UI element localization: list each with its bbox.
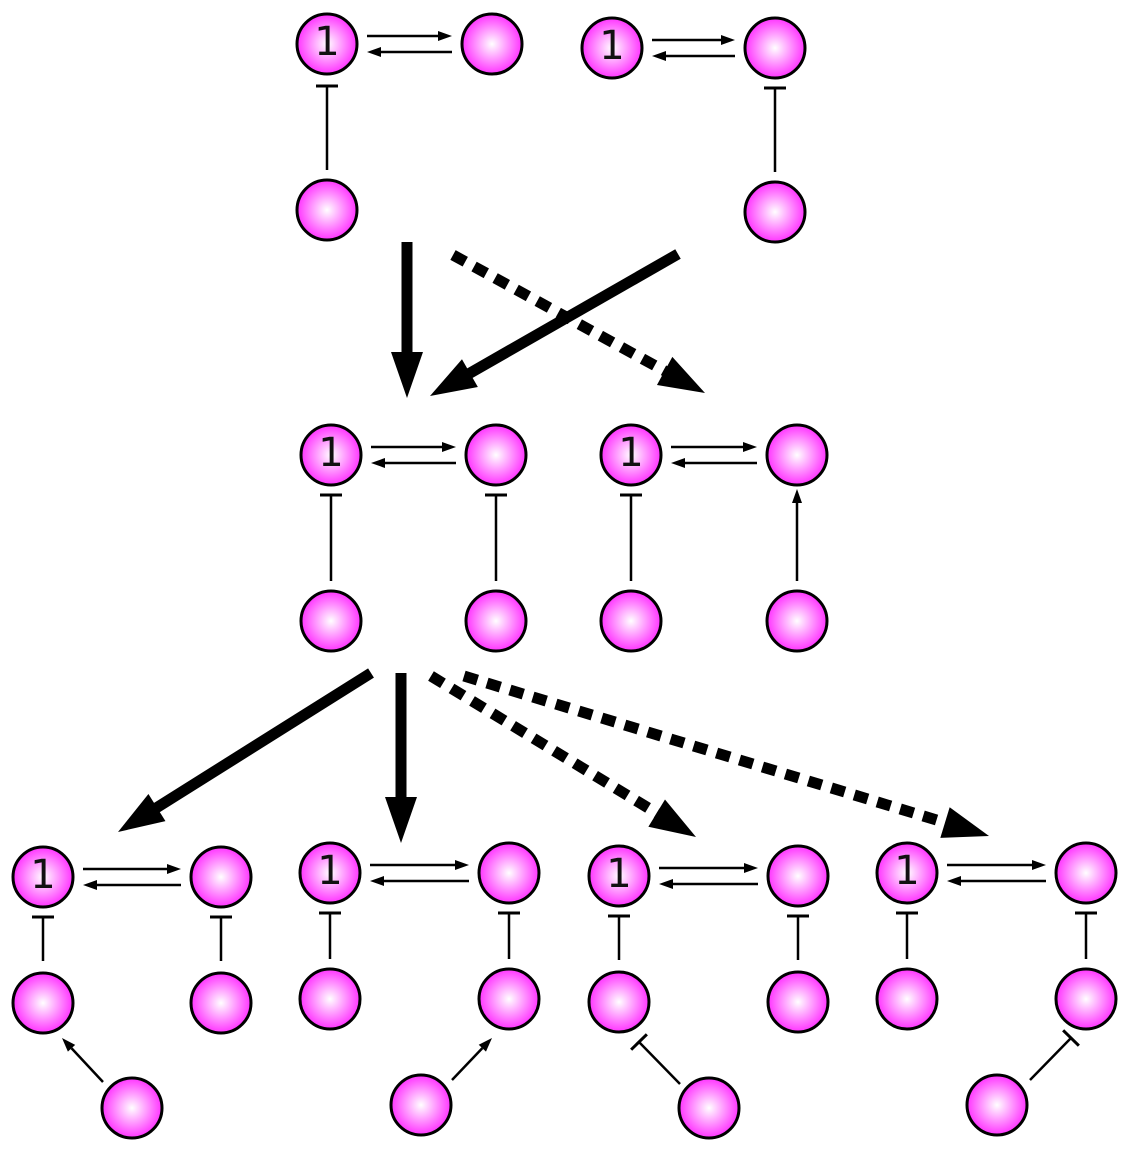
activation-arrowhead xyxy=(652,51,666,61)
node-circle xyxy=(298,967,362,1031)
activation-arrowhead xyxy=(438,31,452,41)
node-circle xyxy=(587,970,651,1034)
node-circle xyxy=(295,178,359,242)
node-circle xyxy=(477,841,541,905)
activation-edge xyxy=(451,1047,484,1081)
inhibition-edge xyxy=(1029,1037,1072,1081)
node-circle xyxy=(875,967,939,1031)
node-1-circle xyxy=(11,845,75,909)
transition-arrowhead xyxy=(118,793,166,832)
activation-arrowhead xyxy=(371,458,385,468)
node-1-label: 1 xyxy=(606,851,631,897)
activation-edge xyxy=(70,1047,104,1083)
node-circle xyxy=(965,1073,1029,1137)
activation-arrowhead xyxy=(370,876,384,886)
activation-arrowhead xyxy=(442,442,456,452)
node-1-circle xyxy=(599,423,663,487)
node-circle xyxy=(743,16,807,80)
node-1-circle xyxy=(299,423,363,487)
node-circle xyxy=(460,12,524,76)
node-circle xyxy=(189,845,253,909)
node-circle xyxy=(765,423,829,487)
activation-arrowhead xyxy=(659,879,673,889)
node-circle xyxy=(189,971,253,1035)
transition-arrow-solid xyxy=(150,668,374,815)
node-circle xyxy=(389,1073,453,1137)
network-edges xyxy=(32,31,1097,1085)
transition-arrowhead xyxy=(430,359,478,396)
node-1-circle xyxy=(298,841,362,905)
node-circle xyxy=(464,589,528,653)
inhibition-edge xyxy=(638,1041,681,1085)
inhibition-bar xyxy=(1062,1029,1080,1047)
node-circle xyxy=(765,589,829,653)
node-1-label: 1 xyxy=(314,19,339,65)
activation-arrowhead xyxy=(947,876,961,886)
transition-arrowhead xyxy=(648,799,696,837)
transition-arrowhead xyxy=(391,352,423,398)
activation-arrowhead xyxy=(83,880,97,890)
transition-arrows xyxy=(118,242,989,843)
network-nodes: 1 1 1 1 1 1 1 1 xyxy=(11,12,1118,1140)
node-circle xyxy=(1054,841,1118,905)
transition-arrow-dashed xyxy=(450,250,671,378)
node-circle xyxy=(743,180,807,244)
node-circle xyxy=(11,971,75,1035)
transition-arrowhead xyxy=(656,356,705,393)
node-circle xyxy=(677,1076,741,1140)
node-1-circle xyxy=(875,841,939,905)
activation-arrowhead xyxy=(1032,860,1046,870)
node-circle xyxy=(766,970,830,1034)
activation-arrowhead xyxy=(478,1038,492,1052)
node-1-circle xyxy=(580,16,644,80)
transition-arrow-dashed xyxy=(428,671,663,820)
transition-arrowhead xyxy=(385,797,417,843)
activation-arrowhead xyxy=(743,442,757,452)
node-circle xyxy=(299,589,363,653)
node-1-label: 1 xyxy=(894,848,919,894)
activation-arrowhead xyxy=(671,458,685,468)
node-circle xyxy=(477,967,541,1031)
activation-arrowhead xyxy=(721,35,735,45)
node-1-circle xyxy=(295,12,359,76)
node-circle xyxy=(766,844,830,908)
node-1-label: 1 xyxy=(618,430,643,476)
activation-arrowhead xyxy=(62,1038,76,1052)
activation-arrowhead xyxy=(792,489,802,503)
node-1-label: 1 xyxy=(599,23,624,69)
activation-arrowhead xyxy=(455,860,469,870)
transition-arrowhead xyxy=(940,807,989,838)
activation-arrowhead xyxy=(367,47,381,57)
node-1-label: 1 xyxy=(317,848,342,894)
node-1-label: 1 xyxy=(30,852,55,898)
node-circle xyxy=(100,1076,164,1140)
node-1-label: 1 xyxy=(318,430,343,476)
node-1-circle xyxy=(587,844,651,908)
node-circle xyxy=(1054,967,1118,1031)
transition-arrow-dashed xyxy=(462,670,951,830)
activation-arrowhead xyxy=(167,864,181,874)
inhibition-bar xyxy=(630,1033,648,1051)
node-circle xyxy=(599,589,663,653)
node-circle xyxy=(464,423,528,487)
activation-arrowhead xyxy=(744,863,758,873)
